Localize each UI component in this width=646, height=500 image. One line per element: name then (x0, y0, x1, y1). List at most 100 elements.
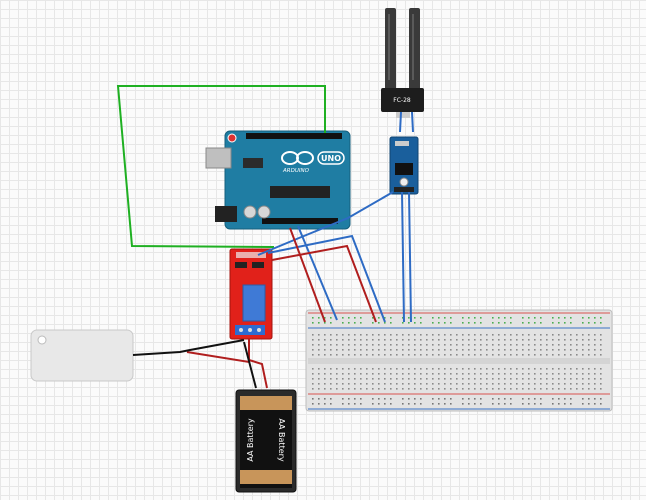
breadboard-hole (312, 368, 314, 370)
breadboard-hole (408, 388, 410, 390)
breadboard-hole (330, 354, 332, 356)
rail-hole (468, 398, 470, 400)
breadboard-hole (564, 368, 566, 370)
breadboard-hole (426, 344, 428, 346)
breadboard-hole (426, 378, 428, 380)
breadboard-hole (552, 383, 554, 385)
breadboard-hole (540, 388, 542, 390)
breadboard-hole (354, 344, 356, 346)
rail-hole (438, 403, 440, 405)
breadboard-hole (462, 334, 464, 336)
rail-hole (522, 322, 524, 324)
rail-hole (582, 322, 584, 324)
breadboard-hole (576, 334, 578, 336)
breadboard-hole (414, 383, 416, 385)
breadboard-hole (546, 334, 548, 336)
rail-hole (432, 403, 434, 405)
rail-hole (312, 317, 314, 319)
breadboard-hole (486, 383, 488, 385)
breadboard-hole (390, 349, 392, 351)
breadboard-hole (468, 373, 470, 375)
breadboard-hole (390, 339, 392, 341)
rail-hole (600, 403, 602, 405)
wire-blue-5 (411, 111, 414, 133)
rail-hole (480, 403, 482, 405)
breadboard-hole (510, 383, 512, 385)
rail-hole (444, 322, 446, 324)
rail-hole (408, 322, 410, 324)
rail-hole (444, 398, 446, 400)
rail-hole (522, 398, 524, 400)
breadboard-hole (456, 354, 458, 356)
breadboard-hole (462, 349, 464, 351)
breadboard-hole (432, 388, 434, 390)
breadboard-hole (432, 334, 434, 336)
rail-hole (558, 398, 560, 400)
breadboard-hole (474, 354, 476, 356)
breadboard-hole (438, 344, 440, 346)
breadboard-hole (558, 368, 560, 370)
breadboard-hole (354, 378, 356, 380)
breadboard-hole (396, 383, 398, 385)
breadboard-hole (444, 388, 446, 390)
breadboard-hole (588, 349, 590, 351)
breadboard-hole (600, 388, 602, 390)
breadboard-hole (408, 354, 410, 356)
breadboard-hole (408, 339, 410, 341)
breadboard-hole (354, 383, 356, 385)
breadboard-hole (438, 334, 440, 336)
rail-hole (318, 322, 320, 324)
breadboard-hole (462, 378, 464, 380)
rail-hole (324, 317, 326, 319)
breadboard-hole (360, 383, 362, 385)
breadboard-hole (546, 354, 548, 356)
breadboard-hole (348, 388, 350, 390)
breadboard-hole (426, 373, 428, 375)
breadboard-hole (582, 383, 584, 385)
rail-hole (342, 398, 344, 400)
breadboard-hole (360, 368, 362, 370)
rail-hole (510, 398, 512, 400)
rail-hole (354, 317, 356, 319)
breadboard-hole (528, 388, 530, 390)
breadboard-hole (372, 373, 374, 375)
breadboard-hole (540, 334, 542, 336)
breadboard-hole (480, 368, 482, 370)
breadboard-hole (390, 368, 392, 370)
rail-hole (402, 403, 404, 405)
breadboard-hole (576, 378, 578, 380)
breadboard-hole (444, 339, 446, 341)
breadboard-hole (546, 383, 548, 385)
breadboard-hole (492, 354, 494, 356)
breadboard-hole (312, 344, 314, 346)
breadboard-hole (564, 339, 566, 341)
breadboard-hole (384, 344, 386, 346)
breadboard-hole (450, 334, 452, 336)
breadboard-hole (486, 344, 488, 346)
breadboard-hole (498, 388, 500, 390)
breadboard-hole (372, 383, 374, 385)
rail-hole (594, 398, 596, 400)
breadboard-hole (408, 378, 410, 380)
breadboard-hole (528, 368, 530, 370)
breadboard-hole (462, 344, 464, 346)
breadboard (305, 309, 613, 412)
breadboard-hole (402, 354, 404, 356)
breadboard-hole (414, 344, 416, 346)
breadboard-hole (330, 383, 332, 385)
rail-hole (342, 403, 344, 405)
breadboard-hole (372, 349, 374, 351)
breadboard-hole (546, 344, 548, 346)
rail-hole (534, 322, 536, 324)
breadboard-hole (390, 334, 392, 336)
rail-hole (498, 317, 500, 319)
breadboard-hole (546, 388, 548, 390)
breadboard-hole (588, 383, 590, 385)
rail-hole (480, 322, 482, 324)
breadboard-hole (534, 373, 536, 375)
breadboard-hole (312, 383, 314, 385)
rail-hole (312, 403, 314, 405)
rail-hole (462, 398, 464, 400)
rail-hole (600, 322, 602, 324)
rail-hole (594, 403, 596, 405)
